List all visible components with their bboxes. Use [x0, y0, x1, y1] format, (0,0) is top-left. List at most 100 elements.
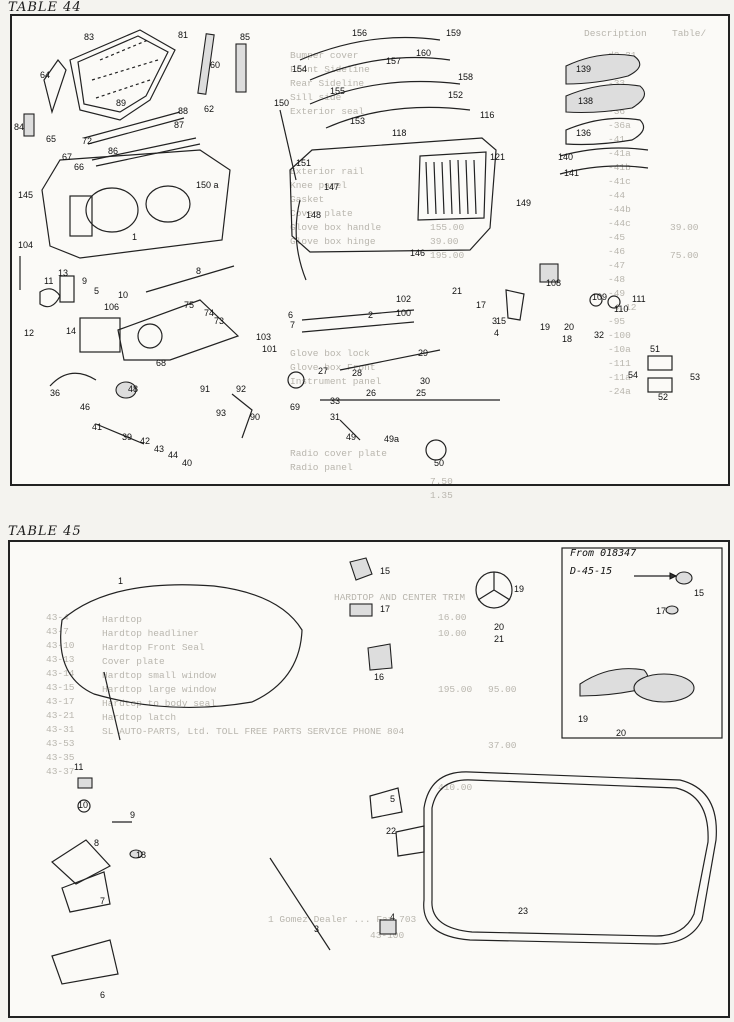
part-callout-44-96: 30 — [420, 376, 430, 386]
part-callout-44-104: 50 — [434, 458, 444, 468]
part-callout-44-79: 52 — [658, 392, 668, 402]
faded-price-list-44: DescriptionTable/d3-31-32-33-35d-36-36a-… — [290, 28, 707, 501]
faded-text-44-28: Bumper cover — [290, 50, 358, 61]
part-callout-44-54: 14 — [66, 326, 76, 336]
part-callout-45-6: 20 — [494, 622, 504, 632]
faded-text-44-21: -4,12 — [608, 302, 637, 313]
part-callout-44-88: 40 — [182, 458, 192, 468]
part-callout-44-95: 29 — [418, 348, 428, 358]
faded-text-44-37: Glove box handle — [290, 222, 382, 233]
table-45-panel — [8, 540, 730, 1018]
latch-15-drawing — [505, 289, 525, 321]
part-callout-44-91: 92 — [236, 384, 246, 394]
faded-text-45-10: SL AUTO-PARTS, Ltd. TOLL FREE PARTS SERV… — [102, 726, 404, 737]
clip-15-drawing — [349, 557, 373, 581]
part-callout-44-32: 118 — [392, 128, 406, 138]
part-callout-44-71: 20 — [564, 322, 574, 332]
part-callout-45-16: 22 — [386, 826, 396, 836]
part-callout-45-18: 4 — [390, 912, 395, 922]
seal-17-drawing — [349, 603, 373, 617]
faded-text-44-26: -11a — [608, 372, 631, 383]
faded-text-44-16: -45 — [608, 232, 625, 243]
armrest-strips-drawing — [559, 147, 649, 175]
striker-108-drawing — [539, 263, 559, 283]
faded-text-45-27: 195.00 — [438, 684, 473, 695]
part-callout-44-44: 11 — [44, 276, 53, 286]
faded-text-45-22: 43-53 — [46, 738, 75, 749]
part-callout-44-64: 101 — [262, 344, 277, 354]
part-callout-44-24: 139 — [576, 64, 591, 74]
faded-text-45-2: Hardtop — [102, 614, 142, 625]
clip-4-drawing — [379, 919, 397, 935]
table-45-title: TABLE 45 — [8, 524, 82, 539]
lock-11-drawing — [39, 288, 61, 308]
part-callout-44-41: 146 — [410, 248, 425, 258]
part-callout-44-62: 2 — [368, 310, 373, 320]
part-callout-44-94: 28 — [352, 368, 362, 378]
part-callout-44-81: 46 — [80, 402, 90, 412]
table-44-title: TABLE 44 — [8, 0, 82, 15]
part-callout-45-23: 20 — [616, 728, 626, 738]
window-mech-hole-drawing — [145, 185, 191, 223]
bush-109-drawing — [589, 293, 603, 307]
seal-157-drawing — [309, 56, 451, 81]
faded-text-44-10: -41a — [608, 148, 631, 159]
seal-156-drawing — [299, 36, 441, 61]
faded-text-44-43: Radio panel — [290, 462, 353, 473]
part-callout-44-84: 39 — [122, 432, 132, 442]
part-callout-44-15: 66 — [74, 162, 84, 172]
part-callout-44-86: 43 — [154, 444, 164, 454]
part-callout-44-83: 41 — [92, 422, 102, 432]
part-callout-44-101: 25 — [416, 388, 426, 398]
hardtop-edge-drawing — [103, 671, 121, 741]
part-callout-44-52: 73 — [214, 316, 224, 326]
part-callout-44-61: 100 — [396, 308, 411, 318]
latch-7-drawing — [61, 871, 111, 913]
faded-text-45-9: Hardtop latch — [102, 712, 176, 723]
part-callout-44-11: 72 — [82, 136, 92, 146]
part-callout-44-42: 104 — [18, 240, 33, 250]
part-callout-45-22: 19 — [578, 714, 588, 724]
part-callout-45-12: 18 — [136, 850, 146, 860]
window-regulator-drawing — [117, 299, 240, 361]
part-callout-44-38: 141 — [564, 168, 579, 178]
part-callout-45-19: 23 — [518, 906, 528, 916]
part-callout-44-90: 93 — [216, 408, 226, 418]
part-callout-44-98: 33 — [330, 396, 340, 406]
faded-text-44-23: -100 — [608, 330, 631, 341]
part-callout-44-6: 62 — [204, 104, 214, 114]
regulator-gear-drawing — [137, 323, 163, 349]
part-callout-45-5: 16 — [374, 672, 384, 682]
armrest-139-drawing — [565, 53, 641, 85]
part-callout-44-27: 138 — [578, 96, 593, 106]
faded-text-44-47: 195.00 — [430, 250, 465, 261]
part-callout-44-29: 152 — [448, 90, 463, 100]
faded-text-44-7: -36 — [608, 106, 625, 117]
inset-cover-drawing — [633, 673, 695, 703]
part-callout-44-17: 150 a — [196, 180, 219, 190]
inset-caption-line-2: D-45-15 — [569, 566, 612, 577]
faded-text-45-17: 43-14 — [46, 668, 75, 679]
part-callout-44-10: 84 — [14, 122, 24, 132]
bracket-22-drawing — [395, 825, 425, 857]
faded-text-44-38: Glove box hinge — [290, 236, 376, 247]
part-callout-44-43: 8 — [196, 266, 201, 276]
plate-14-drawing — [79, 317, 121, 353]
faded-text-44-49: 7.50 — [430, 476, 453, 487]
armrest-138-drawing — [565, 83, 646, 114]
part-callout-45-11: 8 — [94, 838, 99, 848]
faded-text-45-4: Hardtop Front Seal — [102, 642, 205, 653]
inset-caption-line-1: From 018347 — [570, 548, 636, 559]
part-callout-44-14: 67 — [62, 152, 72, 162]
speaker-grille-drawing — [417, 151, 487, 221]
bracket-51-drawing — [647, 355, 673, 371]
part-callout-44-34: 151 — [296, 158, 311, 168]
faded-text-44-18: -47 — [608, 260, 625, 271]
faded-text-45-5: Cover plate — [102, 656, 165, 667]
part-callout-44-100: 26 — [366, 388, 376, 398]
part-callout-44-7: 89 — [116, 98, 126, 108]
part-callout-44-67: 109 — [592, 292, 607, 302]
part-callout-44-97: 69 — [290, 402, 300, 412]
part-callout-44-8: 65 — [46, 134, 56, 144]
part-callout-44-40: 149 — [516, 198, 531, 208]
